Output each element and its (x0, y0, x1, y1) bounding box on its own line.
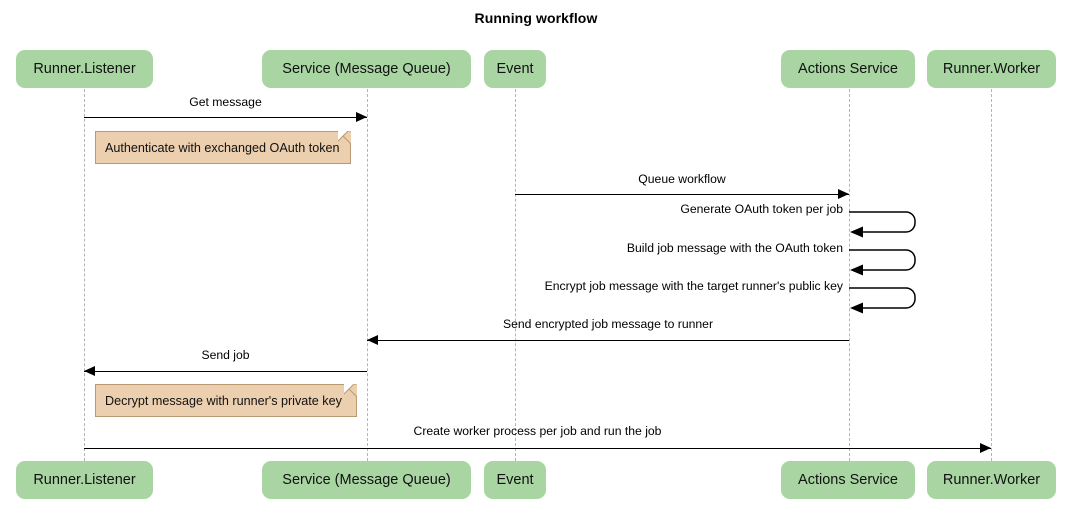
lifeline-runner-worker (991, 89, 992, 461)
participant-label: Event (496, 472, 534, 488)
message-line-create-worker-process-per-job-and-run-the-job (84, 448, 991, 449)
participant-service-message-queue-footer[interactable]: Service (Message Queue) (262, 461, 471, 499)
arrowhead-send-encrypted-job-message-to-runner (367, 335, 378, 346)
participant-label: Runner.Worker (942, 472, 1041, 488)
self-message-generate-oauth-token-per-job (849, 208, 923, 244)
lifeline-runner-listener (84, 89, 85, 461)
self-message-build-job-message-with-the-oauth-token (849, 246, 923, 282)
message-label-send-encrypted-job-message-to-runner: Send encrypted job message to runner (502, 317, 714, 331)
message-label-build-job-message-with-the-oauth-token: Build job message with the OAuth token (626, 241, 843, 255)
participant-label: Service (Message Queue) (282, 472, 451, 488)
note-label: Decrypt message with runner's private ke… (105, 393, 342, 408)
note-decrypt: Decrypt message with runner's private ke… (95, 384, 357, 417)
message-label-create-worker-process-per-job-and-run-the-job: Create worker process per job and run th… (413, 424, 662, 438)
message-line-send-encrypted-job-message-to-runner (367, 340, 849, 341)
message-label-send-job: Send job (201, 348, 250, 362)
message-line-get-message (84, 117, 367, 118)
arrowhead-get-message (356, 112, 367, 123)
arrowhead-create-worker-process-per-job-and-run-the-job (980, 443, 991, 454)
participant-label: Runner.Listener (33, 61, 136, 77)
participant-runner-listener[interactable]: Runner.Listener (16, 50, 153, 88)
participant-label: Actions Service (798, 472, 898, 488)
lifeline-service-message-queue (367, 89, 368, 461)
note-label: Authenticate with exchanged OAuth token (105, 140, 340, 155)
participant-event-footer[interactable]: Event (484, 461, 546, 499)
self-message-encrypt-job-message-with-the-target-runners-public-key (849, 284, 923, 320)
page-title: Running workflow (474, 10, 598, 26)
lifeline-event (515, 89, 516, 461)
message-label-encrypt-job-message-with-the-target-runners-public-key: Encrypt job message with the target runn… (544, 279, 843, 293)
participant-runner-worker[interactable]: Runner.Worker (927, 50, 1056, 88)
participant-actions-service-footer[interactable]: Actions Service (781, 461, 915, 499)
participant-runner-worker-footer[interactable]: Runner.Worker (927, 461, 1056, 499)
participant-label: Runner.Worker (942, 61, 1041, 77)
note-fold-icon (344, 384, 357, 397)
note-authenticate: Authenticate with exchanged OAuth token (95, 131, 351, 164)
note-fold-icon (338, 131, 351, 144)
arrowhead-send-job (84, 366, 95, 377)
participant-label: Runner.Listener (33, 472, 136, 488)
arrowhead-queue-workflow (838, 189, 849, 200)
message-label-generate-oauth-token-per-job: Generate OAuth token per job (680, 202, 843, 216)
participant-service-message-queue[interactable]: Service (Message Queue) (262, 50, 471, 88)
lifeline-actions-service (849, 89, 850, 461)
participant-label: Service (Message Queue) (282, 61, 451, 77)
message-line-send-job (84, 371, 367, 372)
participant-event[interactable]: Event (484, 50, 546, 88)
message-line-queue-workflow (515, 194, 849, 195)
participant-actions-service[interactable]: Actions Service (781, 50, 915, 88)
participant-label: Actions Service (798, 61, 898, 77)
participant-runner-listener-footer[interactable]: Runner.Listener (16, 461, 153, 499)
participant-label: Event (496, 61, 534, 77)
message-label-queue-workflow: Queue workflow (638, 172, 726, 186)
message-label-get-message: Get message (189, 95, 262, 109)
